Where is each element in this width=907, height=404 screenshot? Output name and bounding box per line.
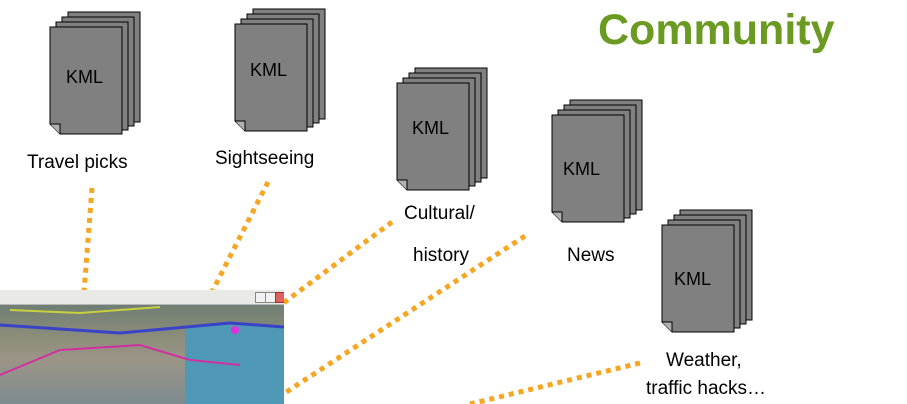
kml-document-stack-icon — [49, 11, 141, 135]
map-view[interactable] — [0, 305, 284, 404]
kml-document-stack-icon — [234, 8, 326, 132]
kml-document-news: KML — [550, 98, 646, 224]
window-titlebar — [0, 290, 284, 305]
label-travel-picks: Travel picks — [27, 152, 128, 173]
kml-label: KML — [563, 159, 601, 179]
kml-document-stack-icon — [661, 209, 753, 333]
kml-document-stack-icon — [551, 99, 643, 223]
kml-label: KML — [66, 67, 104, 87]
kml-document-stack-icon — [396, 67, 488, 191]
kml-label: KML — [412, 118, 450, 138]
label-weather: Weather, — [666, 350, 742, 371]
kml-document-weather: KML — [660, 208, 756, 334]
connector-news — [266, 233, 527, 404]
close-icon[interactable] — [275, 292, 284, 303]
map-screenshot — [0, 290, 284, 404]
page-title: Community — [598, 6, 835, 54]
label-news: News — [567, 245, 615, 266]
connector-travel — [79, 187, 95, 319]
label-traffic-hacks: traffic hacks… — [646, 378, 767, 399]
kml-document-sightseeing: KML — [233, 7, 329, 133]
kml-label: KML — [674, 269, 712, 289]
kml-document-cultural: KML — [395, 66, 491, 192]
connector-weather — [469, 360, 641, 404]
label-history: history — [413, 245, 469, 266]
label-sightseeing: Sightseeing — [215, 148, 315, 169]
label-cultural: Cultural/ — [404, 203, 475, 224]
kml-document-travel: KML — [48, 10, 144, 136]
kml-label: KML — [250, 60, 288, 80]
